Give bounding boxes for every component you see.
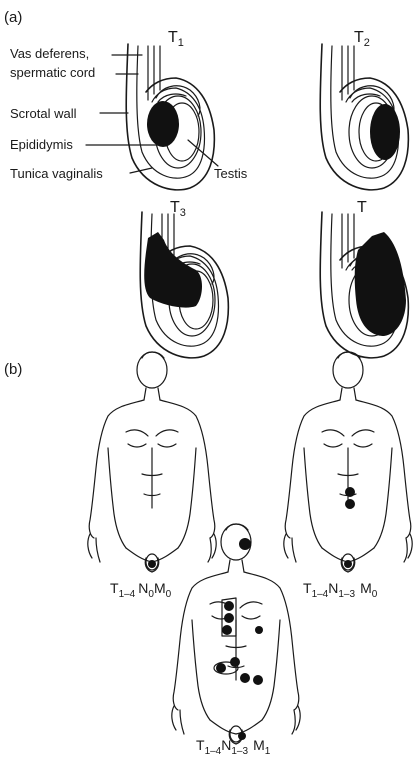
anatomy-callouts: Vas deferens, spermatic cord Scrotal wal…	[10, 46, 248, 181]
scrotum-t4: T	[320, 199, 408, 358]
stage-label-t3: T3	[170, 199, 186, 219]
scrotum-t3: T3	[140, 199, 228, 358]
stage-label-t2: T2	[354, 29, 370, 49]
panel-a: (a) T1 Vas deferens, spermatic cord Scro…	[4, 9, 408, 358]
callout-tunica-vaginalis: Tunica vaginalis	[10, 166, 103, 181]
lymph-node-dot	[230, 657, 240, 667]
callout-scrotal-wall: Scrotal wall	[10, 106, 77, 121]
callout-spermatic-cord: spermatic cord	[10, 65, 95, 80]
metastasis-dot	[222, 625, 232, 635]
lymph-node-dot	[345, 499, 355, 509]
scrotum-t1: T1	[126, 29, 214, 190]
metastasis-dot	[224, 601, 234, 611]
lymph-node-dot	[216, 663, 226, 673]
metastasis-dot	[239, 538, 251, 550]
panel-a-label: (a)	[4, 9, 22, 26]
lymph-node-dot	[240, 673, 250, 683]
panel-b-label: (b)	[4, 361, 22, 378]
tumor-dot	[148, 560, 156, 568]
metastasis-dot	[224, 613, 234, 623]
tumor-t3	[144, 232, 202, 308]
stage-label-t1: T1	[168, 29, 184, 49]
tumor-dot	[238, 732, 246, 740]
callout-vas-deferens: Vas deferens,	[10, 46, 89, 61]
scrotum-t2: T2	[320, 29, 408, 190]
lymph-node-dot	[253, 675, 263, 685]
tumor-dot	[344, 560, 352, 568]
tumor-t2	[370, 104, 400, 160]
tumor-t4	[355, 232, 406, 336]
metastasis-dot	[255, 626, 263, 634]
callout-epididymis: Epididymis	[10, 137, 73, 152]
callout-testis: Testis	[214, 166, 248, 181]
tumor-t1	[147, 101, 179, 147]
lymph-node-dot	[345, 487, 355, 497]
stage-label-t4: T	[357, 199, 367, 216]
